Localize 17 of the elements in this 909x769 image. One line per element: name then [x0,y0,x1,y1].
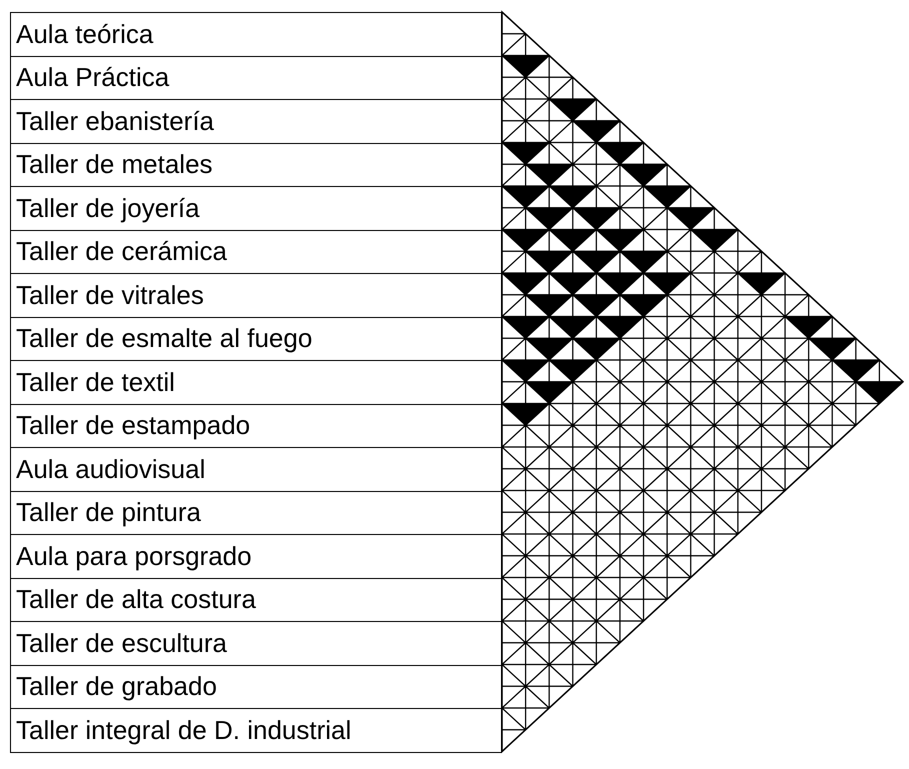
room-name-cell: Taller de esmalte al fuego [11,318,502,361]
room-name-cell: Taller de escultura [11,622,502,666]
room-name-cell: Aula teórica [11,13,502,56]
room-name-cell: Taller integral de D. industrial [11,709,502,752]
room-name-cell: Taller de metales [11,144,502,187]
room-name-cell: Taller de joyería [11,187,502,230]
room-name-cell: Taller de pintura [11,492,502,535]
room-name-cell: Taller de vitrales [11,274,502,318]
room-name-cell: Taller de alta costura [11,578,502,622]
room-name-cell: Taller de estampado [11,404,502,448]
room-name-cell: Aula Práctica [11,56,502,100]
room-name-cell: Aula para porsgrado [11,535,502,578]
room-name-cell: Taller de textil [11,361,502,404]
room-name-cell: Taller ebanistería [11,100,502,144]
room-name-cell: Aula audiovisual [11,448,502,492]
room-name-cell: Taller de cerámica [11,230,502,274]
room-name-cell: Taller de grabado [11,666,502,709]
